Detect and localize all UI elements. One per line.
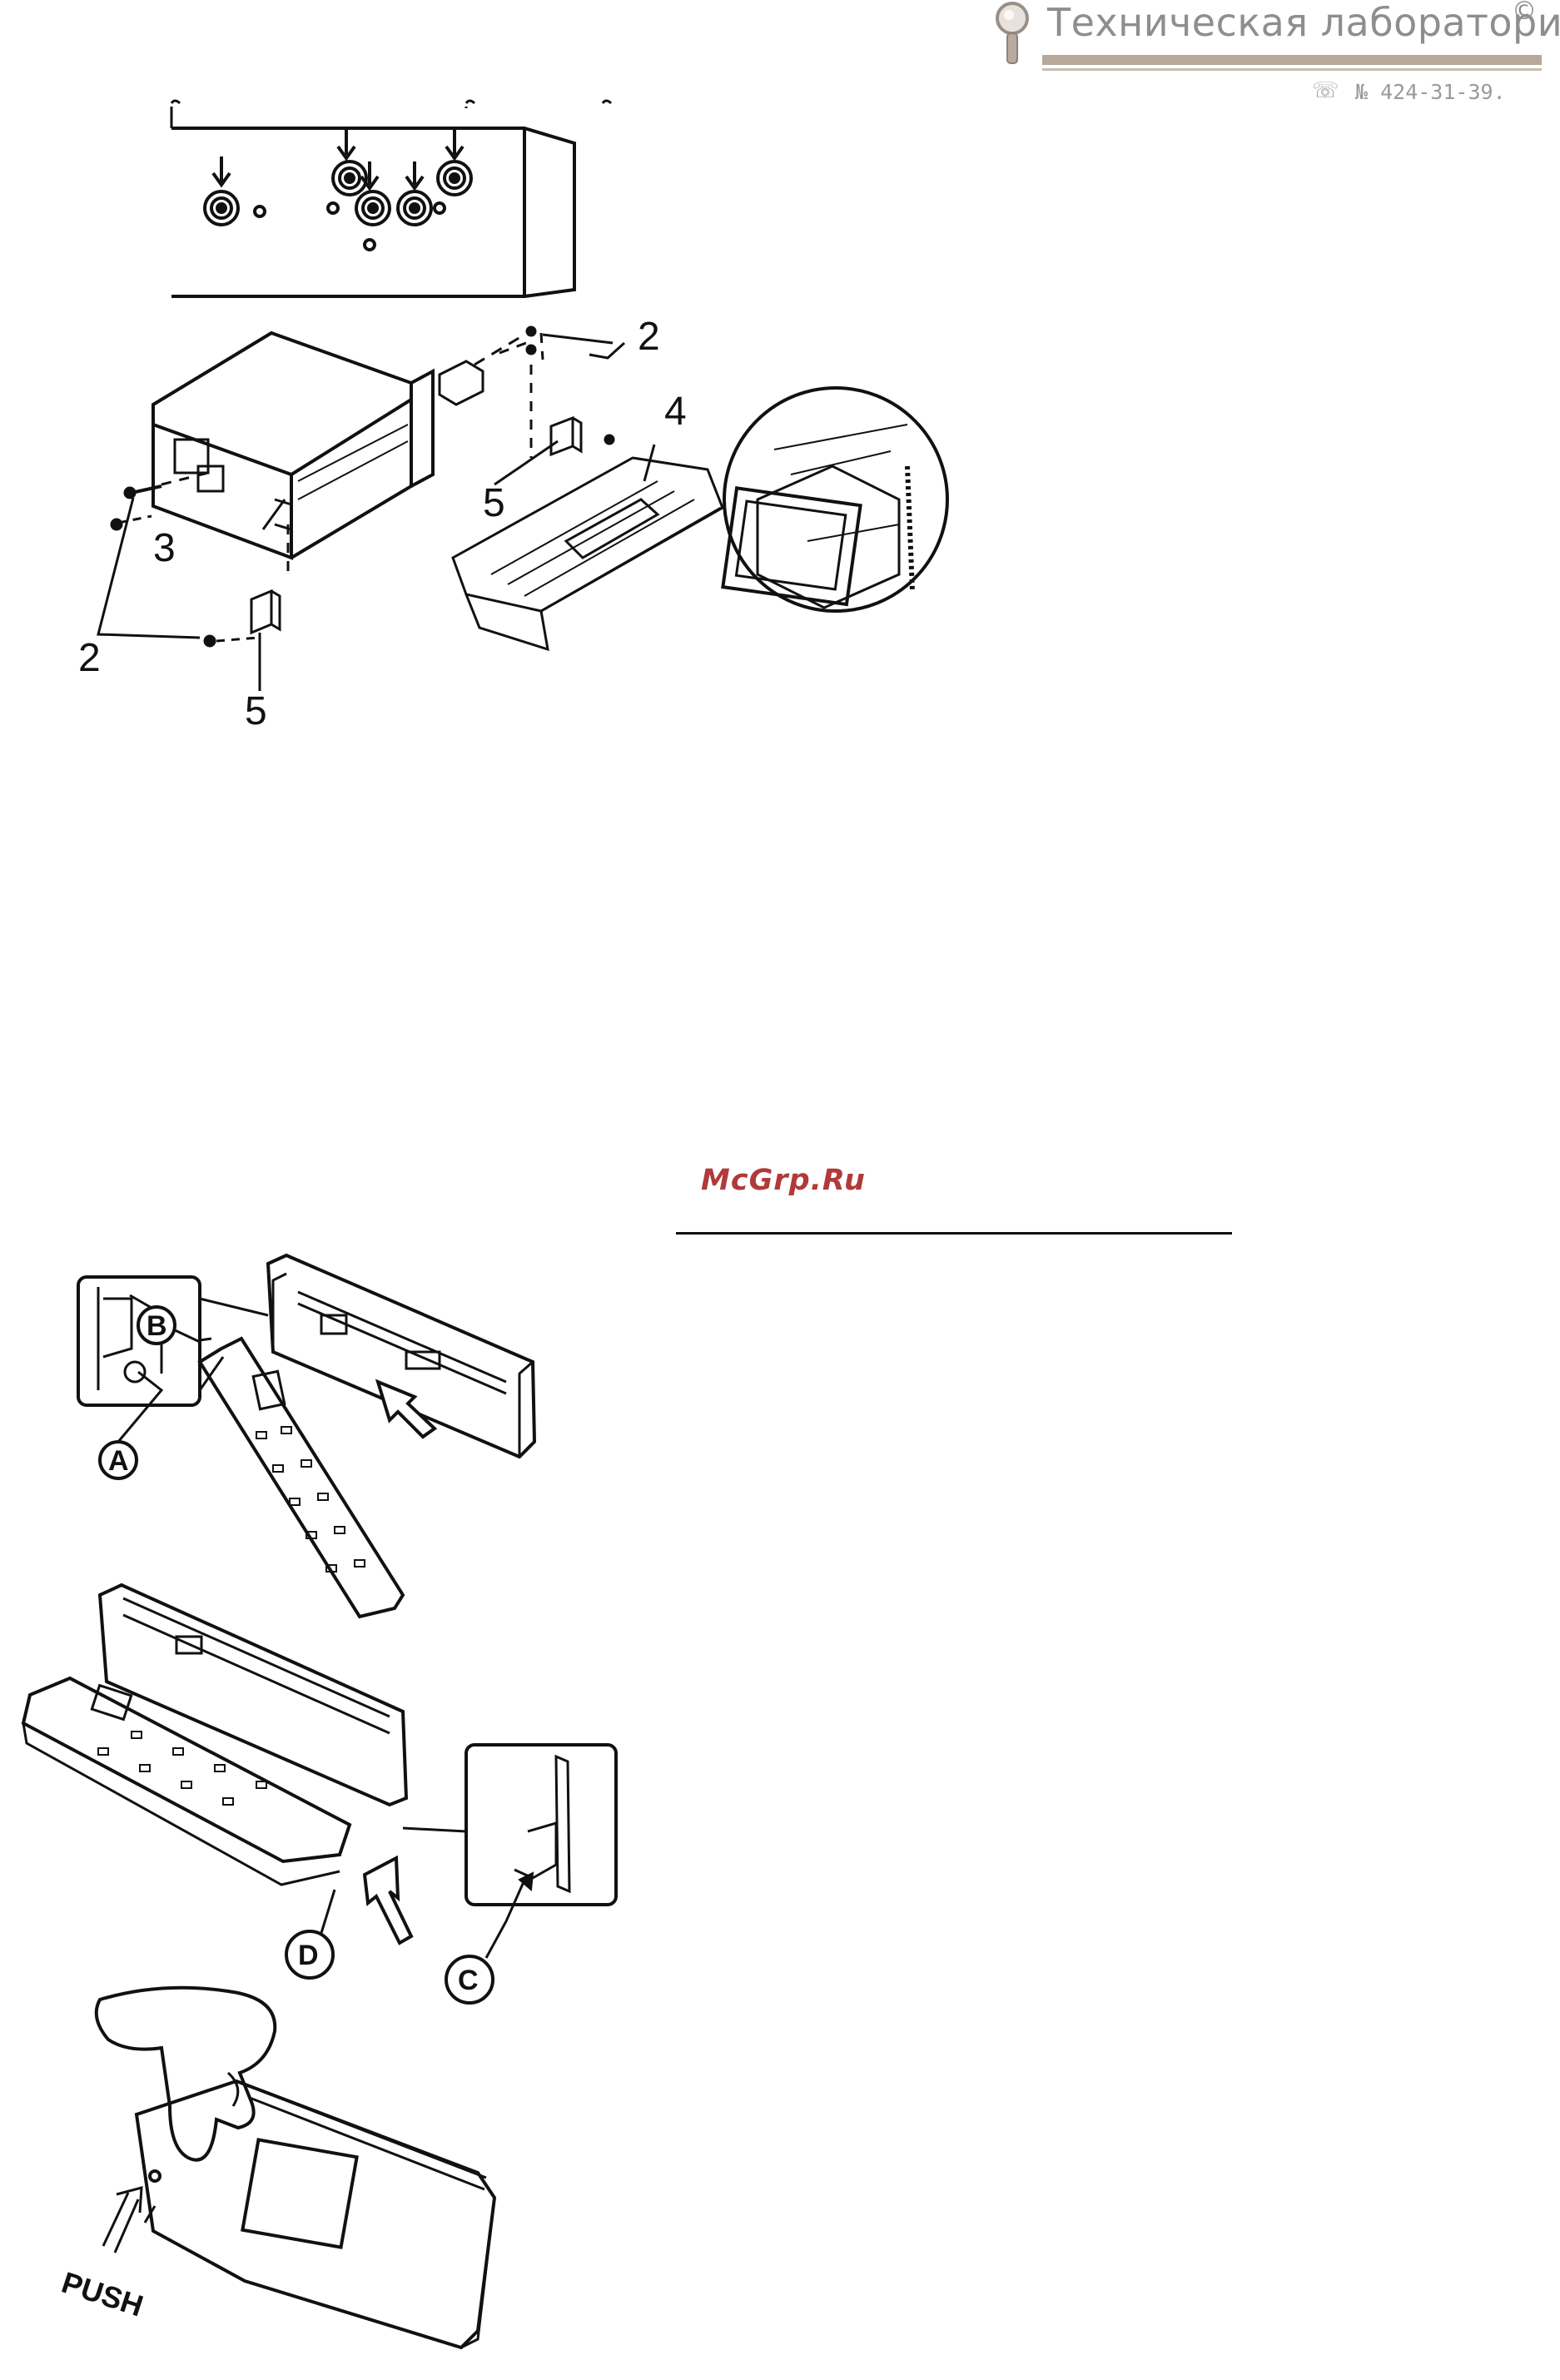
- inset-c-diagram: [403, 1745, 616, 1905]
- watermark-rule: [676, 1232, 1232, 1235]
- part-number-5-lower: 5: [245, 689, 267, 733]
- part-number-5-upper: 5: [483, 481, 505, 525]
- label-a: A: [100, 1442, 137, 1478]
- rca-jacks-diagram: [205, 130, 471, 250]
- screws-diagram: [112, 327, 614, 646]
- mounting-brackets-diagram: [251, 418, 581, 633]
- header-rule: [1042, 55, 1542, 65]
- magnifier-logo-icon: [991, 0, 1041, 72]
- watermark-site: McGrp.Ru: [701, 1164, 866, 1197]
- label-d: D: [286, 1931, 333, 1978]
- face-panel-upper-diagram: [200, 1339, 403, 1617]
- svg-text:B: B: [147, 1310, 167, 1342]
- installation-figure: 2 2 3 4 5 5: [75, 108, 1041, 741]
- inset-a-diagram: [78, 1277, 200, 1405]
- svg-text:D: D: [298, 1940, 319, 1971]
- release-key-detail-diagram: [723, 388, 947, 611]
- face-panel-lower-diagram: [23, 1678, 350, 1885]
- push-arrow: [103, 2188, 142, 2253]
- header-phone: № 424-31-39.: [1355, 80, 1506, 104]
- phone-icon: ☏: [1312, 78, 1339, 103]
- push-label: PUSH: [57, 2265, 147, 2323]
- panel-attach-figure: A B C D: [23, 1249, 639, 1998]
- label-b: B: [138, 1307, 175, 1344]
- part-number-4: 4: [664, 390, 687, 434]
- face-panel-release-diagram: [137, 2081, 494, 2348]
- radio-chassis-diagram: [153, 333, 483, 558]
- part-number-2-upper: 2: [638, 315, 660, 359]
- header-title: Техническая лаборатория: [1047, 0, 1560, 45]
- svg-text:A: A: [108, 1445, 129, 1477]
- header-rule-thin: [1042, 68, 1542, 71]
- hand-diagram: [97, 1988, 275, 2160]
- dashboard-panel-diagram: [171, 101, 611, 296]
- panel-frame-upper-diagram: [268, 1255, 534, 1457]
- part-number-3: 3: [153, 526, 176, 570]
- panel-release-figure: PUSH: [62, 1981, 594, 2364]
- part-number-2-lower: 2: [78, 636, 101, 680]
- insert-arrow-upper: [378, 1382, 435, 1437]
- copyright-mark: ©: [1512, 0, 1537, 26]
- insert-arrow-lower: [365, 1858, 411, 1943]
